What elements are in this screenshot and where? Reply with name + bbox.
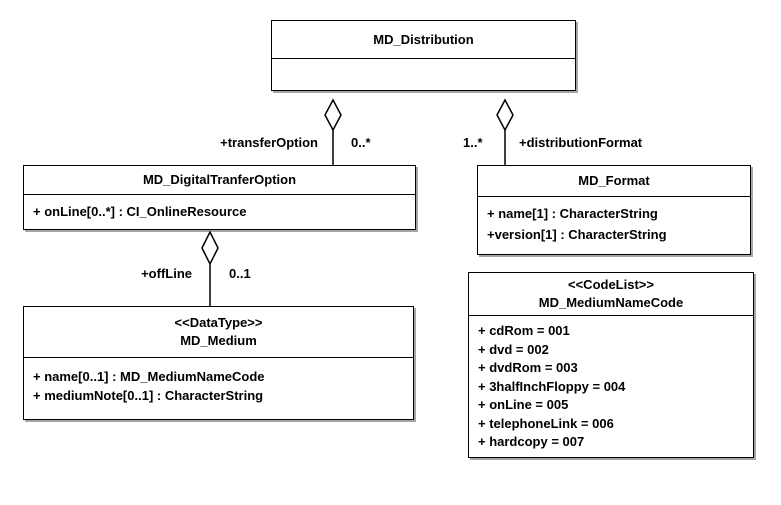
stereotype-label: <<CodeList>> [568,277,654,292]
attribute-row: +version[1] : CharacterString [487,227,667,242]
aggregation-diamond-distribution-format-icon [496,98,514,132]
class-name-label: MD_Distribution [373,31,474,47]
class-name: MD_Format [478,166,750,197]
stereotype-label: <<DataType>> [174,315,263,330]
class-name-label: MD_Format [578,173,650,188]
class-name: MD_DigitalTranferOption [24,166,415,195]
attribute-row: + dvd = 002 [478,341,549,357]
class-name-label: MD_DigitalTranferOption [142,172,297,187]
class-box-md-format: MD_Format + name[1] : CharacterString +v… [477,165,751,255]
class-name: MD_Distribution [272,21,575,59]
attributes-compartment: + cdRom = 001 + dvd = 002 + dvdRom = 003… [469,316,753,452]
attribute-row: + name[0..1] : MD_MediumNameCode [33,369,265,384]
attribute-row: + dvdRom = 003 [478,360,578,375]
class-box-md-distribution: MD_Distribution [271,20,576,91]
class-name-label: MD_MediumNameCode [538,295,684,310]
attributes-compartment: + onLine[0..*] : CI_OnlineResource [24,195,415,228]
role-label-transfer-option: +transferOption [220,135,318,150]
aggregation-diamond-off-line-icon [201,230,219,266]
class-box-md-mediumnamecode: <<CodeList>> MD_MediumNameCode + cdRom =… [468,272,754,458]
attribute-row: + mediumNote[0..1] : CharacterString [33,388,264,403]
role-label-distribution-format: +distributionFormat [519,135,643,150]
attribute-row: + name[1] : CharacterString [487,206,658,221]
attribute-row: + 3halfInchFloppy = 004 [478,378,626,394]
attribute-row: + cdRom = 001 [478,323,570,338]
attribute-row: + telephoneLink = 006 [478,415,614,431]
class-name: <<DataType>> MD_Medium [24,307,413,358]
attribute-row: + hardcopy = 007 [478,434,585,449]
class-box-md-medium: <<DataType>> MD_Medium + name[0..1] : MD… [23,306,414,420]
attribute-row: + onLine = 005 [478,397,569,412]
attribute-row: + onLine[0..*] : CI_OnlineResource [33,204,247,219]
aggregation-diamond-transfer-option-icon [324,98,342,132]
multiplicity-label-off-line: 0..1 [229,266,251,281]
multiplicity-label-distribution-format: 1..* [463,135,483,150]
multiplicity-label-transfer-option: 0..* [351,135,371,150]
attributes-compartment: + name[1] : CharacterString +version[1] … [478,197,750,245]
class-name: <<CodeList>> MD_MediumNameCode [469,273,753,316]
attributes-compartment: + name[0..1] : MD_MediumNameCode + mediu… [24,358,413,405]
attributes-compartment-empty [272,59,575,89]
class-box-md-digitaltranferoption: MD_DigitalTranferOption + onLine[0..*] :… [23,165,416,230]
role-label-off-line: +offLine [141,266,192,281]
class-name-label: MD_Medium [180,333,257,348]
